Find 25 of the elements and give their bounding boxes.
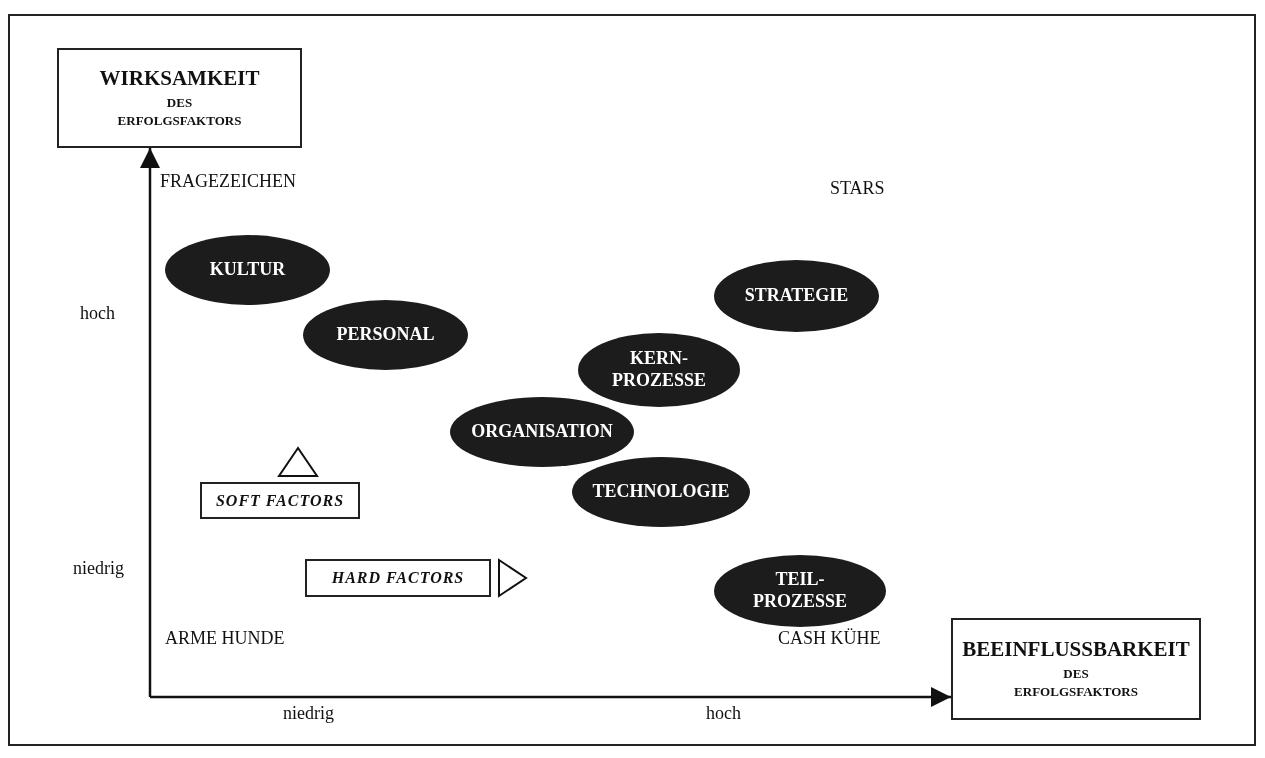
axis-tick-label: hoch (80, 303, 115, 324)
axis-subtitle: DES ERFOLGSFAKTORS (1013, 665, 1139, 701)
axis-tick-label: niedrig (283, 703, 334, 724)
factor-ellipse: PERSONAL (303, 300, 468, 370)
axis-arrow (140, 148, 160, 697)
axis-subtitle: DES ERFOLGSFAKTORS (116, 94, 243, 130)
quadrant-label: ARME HUNDE (165, 628, 285, 649)
factor-ellipse: KERN- PROZESSE (578, 333, 740, 407)
axis-title-box (951, 618, 1201, 720)
axis-tick-label: niedrig (73, 558, 124, 579)
factor-ellipse: STRATEGIE (714, 260, 879, 332)
quadrant-label: CASH KÜHE (778, 628, 881, 649)
quadrant-label: STARS (830, 178, 885, 199)
axis-title: BEEINFLUSSBARKEIT (962, 637, 1190, 663)
axis-title-box (57, 48, 302, 148)
legend-box: SOFT FACTORS (200, 482, 360, 519)
factor-ellipse: TECHNOLOGIE (572, 457, 750, 527)
axis-tick-label: hoch (706, 703, 741, 724)
quadrant-label: FRAGEZEICHEN (160, 171, 296, 192)
legend-box: HARD FACTORS (305, 559, 491, 597)
axis-arrow (150, 687, 951, 707)
factor-ellipse: ORGANISATION (450, 397, 634, 467)
factor-ellipse: KULTUR (165, 235, 330, 305)
factor-ellipse: TEIL- PROZESSE (714, 555, 886, 627)
axis-title: WIRKSAMKEIT (99, 66, 260, 92)
